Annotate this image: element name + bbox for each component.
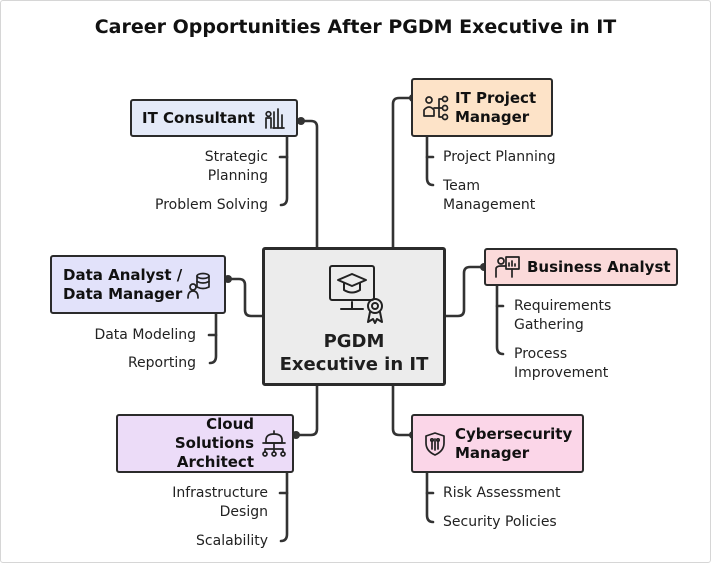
center-node: PGDM Executive in IT <box>262 247 446 386</box>
connector-it-project-manager <box>391 96 415 250</box>
point-project-planning: Project Planning <box>443 149 556 165</box>
role-label: IT Consultant <box>142 108 255 127</box>
connector-cybersecurity-manager <box>391 384 415 437</box>
presenter-chart-icon <box>495 256 520 278</box>
bracket-cloud-architect <box>279 471 289 543</box>
bracket-it-project-manager <box>425 134 435 187</box>
point-data-modeling: Data Modeling <box>94 327 196 343</box>
role-cybersecurity-manager: Cybersecurity Manager <box>411 414 584 473</box>
center-label: PGDM Executive in IT <box>279 331 429 375</box>
connector-business-analyst <box>444 265 486 318</box>
database-user-icon <box>187 272 211 299</box>
role-it-project-manager: IT Project Manager <box>411 78 553 137</box>
bracket-it-consultant <box>279 134 289 207</box>
role-label: Business Analyst <box>527 257 671 276</box>
graduation-certificate-icon <box>329 265 383 324</box>
consultant-tools-icon <box>265 108 285 129</box>
org-chart-people-icon <box>423 95 449 120</box>
point-risk-assessment: Risk Assessment <box>443 485 561 501</box>
bracket-business-analyst <box>495 284 505 356</box>
point-scalability: Scalability <box>196 533 268 549</box>
role-cloud-architect: Cloud Solutions Architect <box>116 414 294 473</box>
shield-circuit-icon <box>425 431 445 456</box>
role-business-analyst: Business Analyst <box>484 248 678 286</box>
diagram-title: Career Opportunities After PGDM Executiv… <box>94 16 617 38</box>
bracket-data-analyst <box>208 312 218 365</box>
point-strategic-planning: Strategic Planning <box>204 149 268 184</box>
point-infrastructure-design: Infrastructure Design <box>172 485 268 520</box>
point-team-management: Team Management <box>443 178 536 213</box>
role-label: IT Project Manager <box>455 88 537 126</box>
role-label: Data Analyst / Data Manager <box>63 265 183 303</box>
point-requirements-gathering: Requirements Gathering <box>514 298 612 333</box>
connector-cloud-architect <box>294 384 319 437</box>
bracket-cybersecurity-manager <box>425 471 435 524</box>
role-label: Cloud Solutions Architect <box>174 415 254 471</box>
connector-it-consultant <box>299 119 319 250</box>
cloud-network-icon <box>262 429 286 457</box>
point-reporting: Reporting <box>127 355 196 371</box>
role-label: Cybersecurity Manager <box>455 424 573 462</box>
role-data-analyst: Data Analyst / Data Manager <box>50 255 226 314</box>
point-security-policies: Security Policies <box>443 514 557 530</box>
role-it-consultant: IT Consultant <box>130 99 298 137</box>
point-problem-solving: Problem Solving <box>155 197 268 213</box>
connector-data-analyst <box>226 277 265 318</box>
point-process-improvement: Process Improvement <box>514 346 609 381</box>
